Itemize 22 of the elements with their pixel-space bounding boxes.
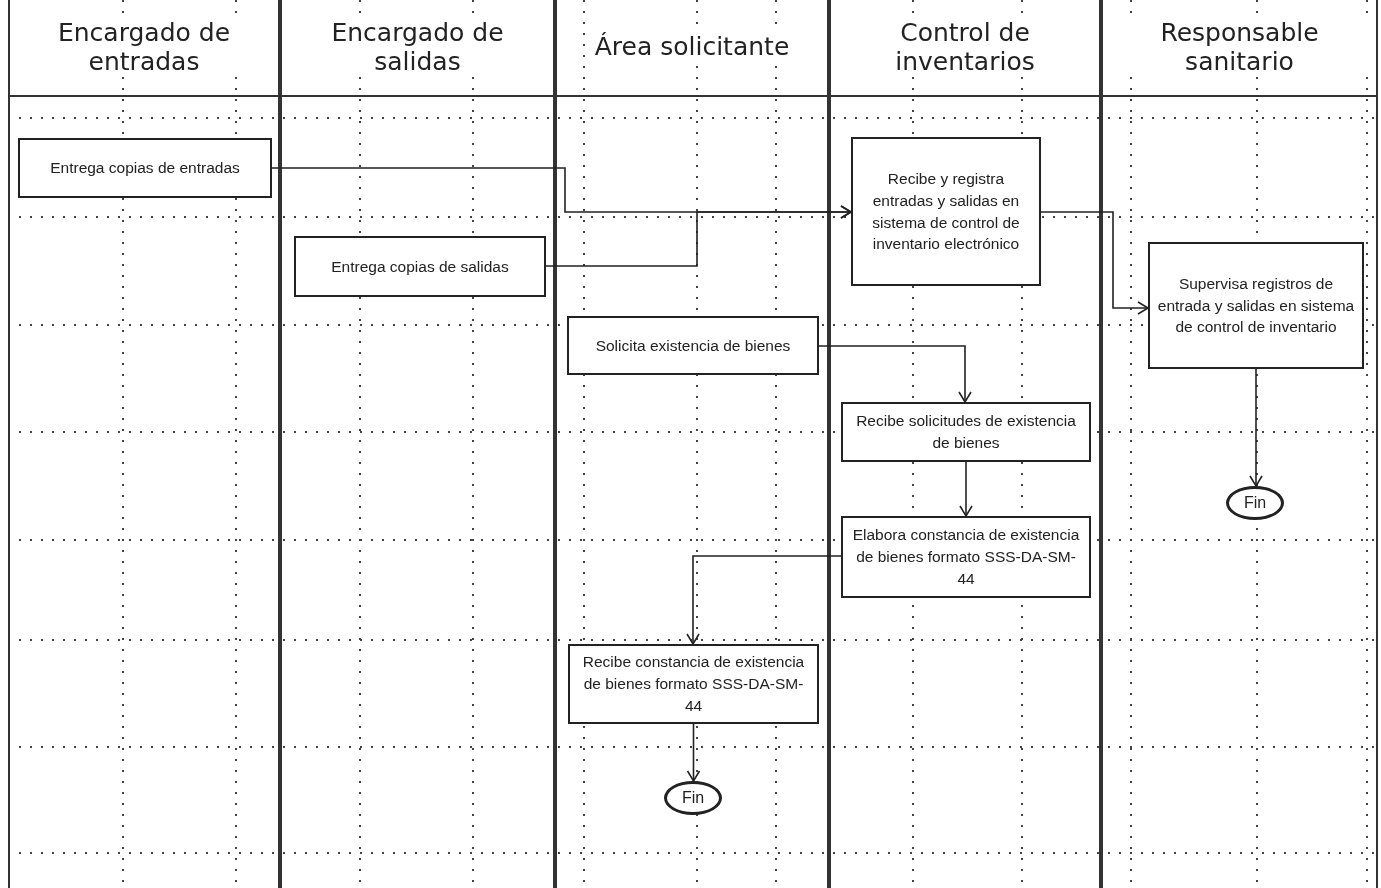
arrow <box>545 205 852 267</box>
end-terminal: Fin <box>1226 486 1284 520</box>
swimlane <box>280 0 555 888</box>
process-box: Entrega copias de salidas <box>294 236 546 297</box>
arrow <box>686 555 842 645</box>
process-box: Recibe y registra entradas y salidas en sistema de control de inventario electrónico <box>851 137 1041 286</box>
arrow <box>818 345 972 403</box>
arrow <box>959 461 973 517</box>
process-box: Elabora constancia de existencia de bienes formato SSS-DA-SM-44 <box>841 516 1091 598</box>
swimlane <box>829 0 1101 888</box>
swimlane <box>8 0 280 888</box>
process-box: Recibe constancia de existencia de bienes formato SSS-DA-SM-44 <box>568 644 819 724</box>
swimlane <box>555 0 829 888</box>
arrow <box>686 723 701 782</box>
process-box: Supervisa registros de entrada y salidas en sistema de control de inventario <box>1148 242 1364 369</box>
process-box: Recibe solicitudes de existencia de bienes <box>841 402 1091 462</box>
swimlane <box>1101 0 1378 888</box>
arrow <box>1040 211 1149 315</box>
process-box: Entrega copias de entradas <box>18 138 272 198</box>
end-terminal: Fin <box>664 781 722 815</box>
process-box: Solicita existencia de bienes <box>567 316 819 375</box>
arrow <box>1249 368 1263 487</box>
